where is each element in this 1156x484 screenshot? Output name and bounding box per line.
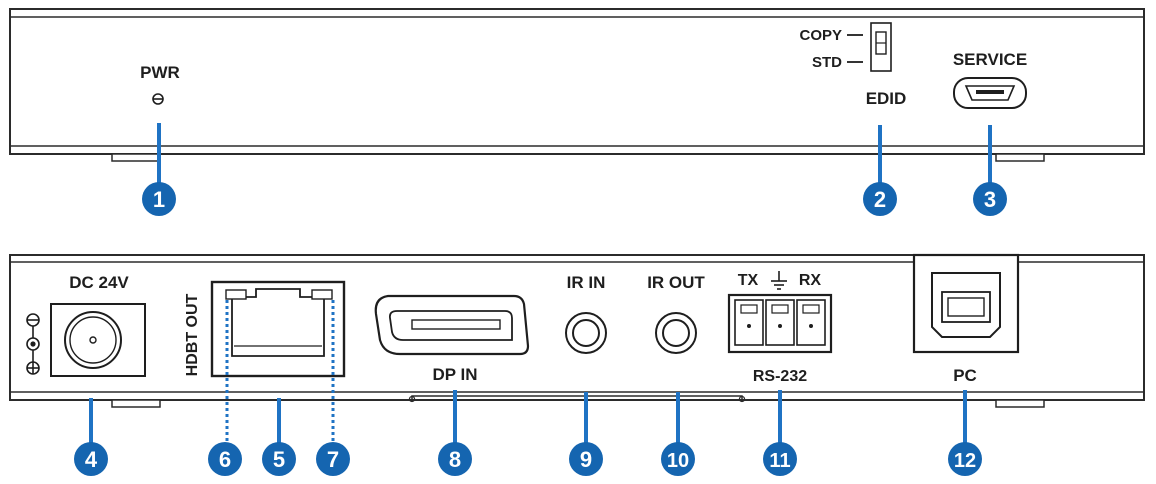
callout-number: 2 [874,187,886,212]
callout-number: 9 [580,447,592,472]
dp-in-label: DP IN [432,365,477,384]
rs232-label: RS-232 [753,368,807,385]
pc-label: PC [953,366,977,385]
callout-number: 7 [327,447,339,472]
rs232-terminal-block[interactable] [727,293,833,354]
rear-center-rail [411,395,743,401]
callout-badge-6: 6 [208,442,242,476]
callout-badge-11: 11 [763,442,797,476]
ground-icon [771,271,787,290]
ir-out-label: IR OUT [647,273,705,292]
callout-badge-3: 3 [973,182,1007,216]
callout-number: 1 [153,187,165,212]
front-foot-left [111,153,161,162]
rs232-rx-label: RX [799,272,822,289]
callout-badge-10: 10 [661,442,695,476]
callout-badge-2: 2 [863,182,897,216]
callout-leaders [89,123,992,446]
front-panel-body [9,8,1145,155]
front-foot-right [995,153,1045,162]
pc-usb-b-port[interactable] [912,253,1020,354]
callout-badge-1: 1 [142,182,176,216]
pwr-led-icon [152,93,164,105]
callout-number: 11 [769,450,790,472]
rear-panel: DC 24V HDBT OUT DP IN IR IN [9,253,1145,408]
callout-number: 3 [984,187,996,212]
ir-in-jack[interactable] [565,312,607,354]
callout-badge-5: 5 [262,442,296,476]
callout-number: 10 [667,450,689,472]
callout-badge-12: 12 [948,442,982,476]
pwr-label: PWR [140,63,180,82]
rear-foot-right [995,399,1045,408]
dc-label: DC 24V [69,273,129,292]
dc-power-jack[interactable] [50,303,146,377]
rs232-tx-label: TX [738,272,759,289]
callout-number: 6 [219,447,231,472]
hdbt-led-left [225,289,247,300]
service-usb-port[interactable] [953,77,1027,109]
ir-in-label: IR IN [567,273,606,292]
edid-switch[interactable] [870,22,892,72]
rail-screw-left [408,395,416,403]
hdbt-led-right [311,289,333,300]
polarity-icon [26,313,40,375]
rear-foot-left [111,399,161,408]
edid-std-label: STD [812,54,842,71]
ir-out-jack[interactable] [655,312,697,354]
edid-label: EDID [866,89,907,108]
callout-badge-7: 7 [316,442,350,476]
rail-screw-right [738,395,746,403]
callout-badge-9: 9 [569,442,603,476]
callout-number: 8 [449,447,461,472]
callout-number: 12 [954,450,976,472]
callout-badge-4: 4 [74,442,108,476]
service-label: SERVICE [953,50,1027,69]
callout-badge-8: 8 [438,442,472,476]
front-panel: PWR COPY STD EDID SERVICE [9,8,1145,162]
displayport-in-port[interactable] [374,294,530,356]
hdbt-out-label: HDBT OUT [184,293,201,376]
callout-number: 4 [85,447,98,472]
callout-number: 5 [273,447,285,472]
edid-copy-label: COPY [799,27,842,44]
